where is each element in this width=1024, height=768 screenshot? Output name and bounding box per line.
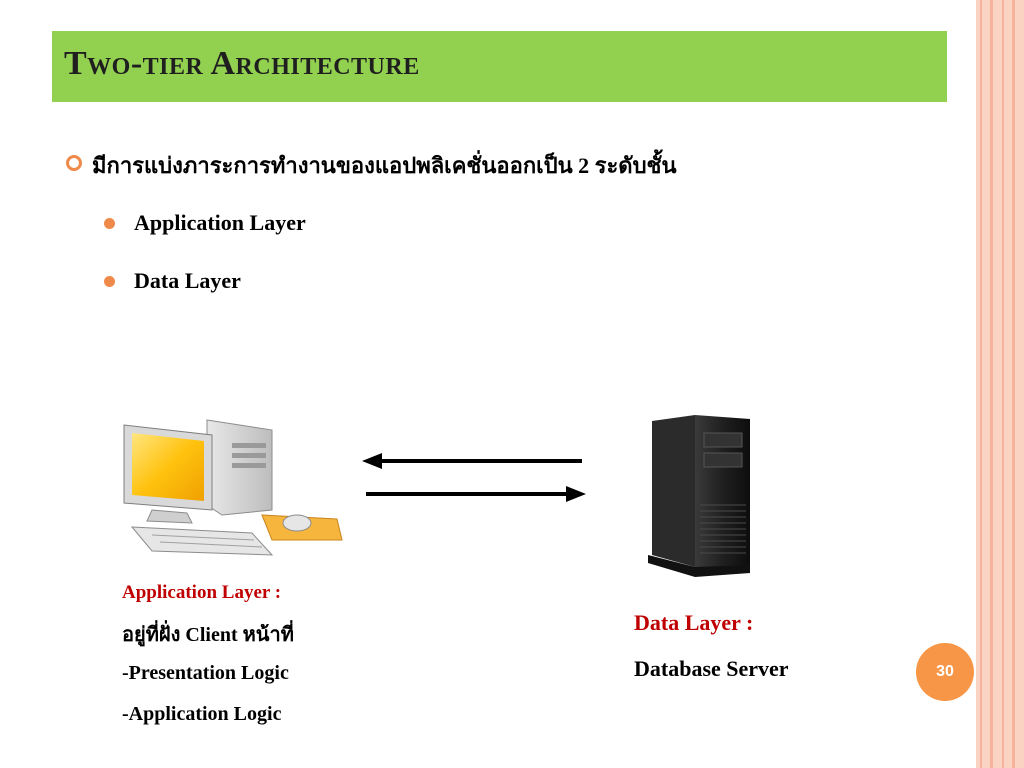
client-caption-line2: -Presentation Logic: [122, 662, 289, 684]
server-caption-line1: Database Server: [634, 656, 789, 681]
slide-title: Two-tier Architecture: [64, 45, 420, 82]
bidirectional-arrows-icon: [362, 453, 586, 502]
client-caption-line3: -Application Logic: [122, 703, 282, 725]
client-caption-heading: Application Layer :: [122, 582, 282, 603]
tower-server-icon: [648, 415, 750, 577]
sub-bullet-text: Data Layer: [134, 268, 241, 293]
ring-bullet-icon: [66, 155, 82, 171]
title-bar: Two-tier Architecture: [52, 31, 947, 102]
dot-bullet-icon: [104, 218, 115, 229]
desktop-computer-icon: [123, 419, 343, 556]
client-caption-line1: อยู่ที่ฝั่ง Client หน้าที่: [122, 624, 294, 646]
main-bullet-text: มีการแบ่งภาระการทำงานของแอปพลิเคชั่นออกเ…: [92, 153, 677, 178]
page-number-badge: 30: [916, 643, 974, 701]
server-caption-heading: Data Layer :: [634, 610, 754, 635]
sub-bullet-text: Application Layer: [134, 210, 306, 235]
decorative-stripes: [976, 0, 1024, 768]
dot-bullet-icon: [104, 276, 115, 287]
